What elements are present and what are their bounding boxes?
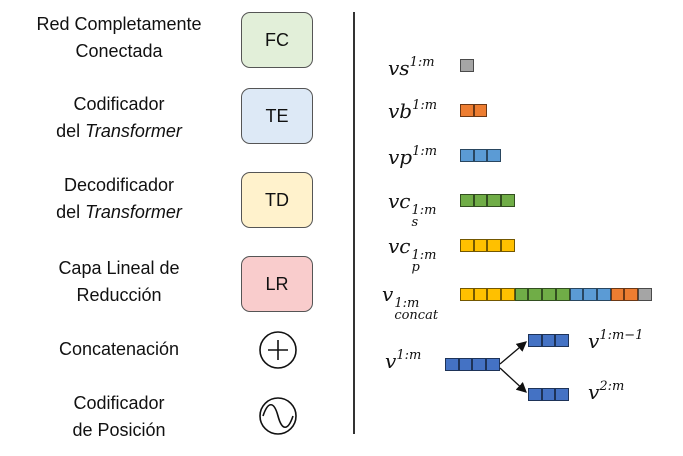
label-line2: Conectada	[75, 41, 163, 61]
label-vb: vb1:m	[388, 98, 438, 123]
vector-cell-darkblue	[528, 388, 542, 401]
vector-cell-blue	[596, 288, 611, 301]
label-line1: Codificador	[73, 393, 165, 413]
vector-vcp	[460, 239, 515, 252]
vector-cell-orange	[624, 288, 638, 301]
box-td: TD	[241, 172, 313, 228]
divider-line	[353, 12, 355, 434]
legend-label-concat: Concatenación	[58, 339, 180, 359]
label-line2: de Posición	[72, 420, 166, 440]
label-line1: Codificador	[73, 94, 165, 114]
vector-cell-darkblue	[528, 334, 542, 347]
vector-cell-orange	[460, 104, 474, 117]
vector-cell-yellow	[473, 239, 488, 252]
vector-cell-green	[501, 194, 515, 207]
vector-cell-orange	[473, 104, 488, 117]
vector-cell-yellow	[473, 288, 488, 301]
label-line2: del Transformer	[56, 121, 182, 141]
vector-v-prev	[528, 334, 570, 347]
concat-plus-icon	[259, 331, 297, 369]
vector-v	[445, 358, 500, 371]
vector-cell-yellow	[460, 288, 474, 301]
label-line1: Capa Lineal de	[58, 258, 180, 278]
vector-cell-gray	[460, 59, 474, 72]
vector-cell-darkblue	[486, 358, 500, 371]
label-v: v1:m	[385, 348, 422, 373]
vector-cell-darkblue	[458, 358, 473, 371]
vector-cell-blue	[583, 288, 597, 301]
vector-cell-darkblue	[541, 334, 556, 347]
vector-cell-green	[514, 288, 529, 301]
legend-label-td: Decodificador del Transformer	[14, 172, 224, 226]
vector-cell-yellow	[460, 239, 474, 252]
vector-cell-green	[487, 194, 502, 207]
vector-cell-yellow	[501, 288, 515, 301]
vector-cell-green	[460, 194, 474, 207]
label-line1: Decodificador	[63, 175, 175, 195]
vector-cell-darkblue	[445, 358, 459, 371]
vector-vcs	[460, 194, 515, 207]
legend-label-te: Codificador del Transformer	[14, 91, 224, 145]
vector-cell-blue	[569, 288, 584, 301]
label-line2: del Transformer	[56, 202, 182, 222]
vector-v-next	[528, 388, 570, 401]
vector-cell-gray	[637, 288, 652, 301]
sine-wave-icon	[259, 397, 297, 435]
legend-label-fc: Red Completamente Conectada	[14, 11, 224, 65]
label-vp: vp1:m	[388, 144, 438, 169]
box-lr: LR	[241, 256, 313, 312]
vector-cell-blue	[473, 149, 488, 162]
label-vs: vs1:m	[388, 55, 435, 80]
vector-cell-yellow	[487, 288, 502, 301]
vector-cell-yellow	[487, 239, 502, 252]
vector-vs	[460, 59, 474, 72]
label-v-next: v2:m	[588, 379, 625, 404]
vector-vb	[460, 104, 488, 117]
box-te: TE	[241, 88, 313, 144]
vector-cell-green	[555, 288, 570, 301]
box-fc: FC	[241, 12, 313, 68]
label-v-prev: v1:m−1	[588, 328, 644, 353]
vector-cell-darkblue	[472, 358, 487, 371]
legend-label-lr: Capa Lineal de Reducción	[14, 255, 224, 309]
vector-cell-yellow	[501, 239, 515, 252]
vector-cell-green	[528, 288, 543, 301]
vector-vconcat	[460, 288, 652, 301]
vector-cell-blue	[487, 149, 502, 162]
legend-label-posenc: Codificador de Posición	[14, 390, 224, 444]
label-line2: Reducción	[76, 285, 162, 305]
vector-cell-green	[542, 288, 556, 301]
vector-cell-green	[473, 194, 488, 207]
vector-cell-orange	[610, 288, 625, 301]
vector-cell-darkblue	[555, 334, 570, 347]
vector-cell-darkblue	[541, 388, 556, 401]
vector-cell-blue	[460, 149, 474, 162]
vector-vp	[460, 149, 502, 162]
vector-cell-darkblue	[555, 388, 570, 401]
label-line1: Red Completamente	[36, 14, 202, 34]
